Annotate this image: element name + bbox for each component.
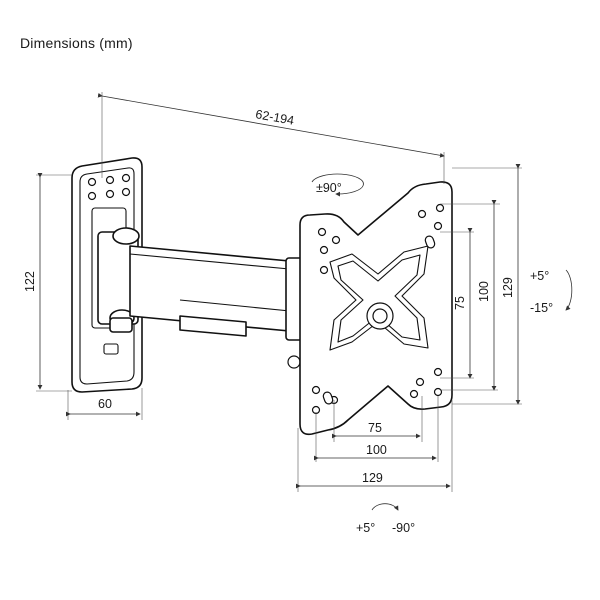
dim-vesa-h-75: 75 — [368, 421, 382, 435]
dimension-lines — [36, 92, 522, 492]
rotation-tilt-up: +5° — [530, 269, 549, 283]
dim-wall-height: 122 — [23, 271, 37, 292]
rotation-indicators — [311, 173, 573, 511]
vesa-plate — [299, 181, 453, 436]
dim-wall-width: 60 — [98, 397, 112, 411]
dim-vesa-v-100: 100 — [477, 281, 491, 302]
wall-hinge — [97, 227, 140, 333]
page-title: Dimensions (mm) — [20, 35, 133, 51]
dim-plate-width: 129 — [362, 471, 383, 485]
dim-vesa-v-75: 75 — [453, 296, 467, 310]
rotation-tilt-down: -15° — [530, 301, 553, 315]
dim-plate-height: 129 — [501, 277, 515, 298]
rotation-pan-left: +5° — [356, 521, 375, 535]
dim-vesa-h-100: 100 — [366, 443, 387, 457]
rotation-swivel: ±90° — [316, 181, 342, 195]
rotation-pan-right: -90° — [392, 521, 415, 535]
swing-arm — [129, 245, 305, 369]
dim-arm-reach: 62-194 — [254, 107, 295, 128]
